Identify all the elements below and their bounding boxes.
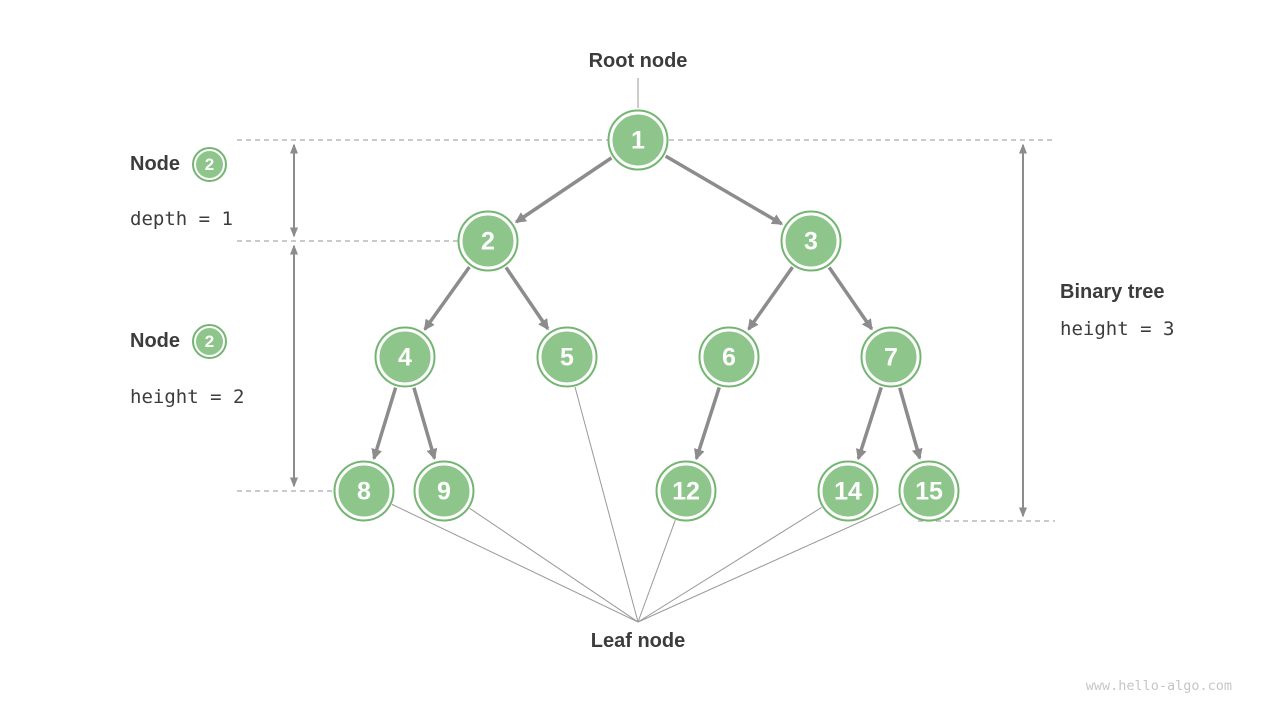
tree-node-outer-ring	[860, 326, 922, 388]
tree-node-circle	[700, 328, 758, 386]
tree-node-outer-ring	[457, 210, 519, 272]
leaf-pointer-line	[637, 506, 822, 623]
node-depth-annotation-label: Node	[130, 153, 180, 175]
tree-edge	[856, 386, 883, 461]
tree-node-circle	[862, 328, 920, 386]
tree-edge	[827, 266, 874, 331]
tree-node: 2	[457, 210, 519, 272]
tree-node-circle	[335, 462, 393, 520]
tree-height-caption: height = 3	[1060, 318, 1175, 340]
tree-node-outer-ring	[898, 460, 960, 522]
tree-node-outer-ring	[655, 460, 717, 522]
tree-node-value: 1	[631, 127, 645, 155]
tree-node-circle	[538, 328, 596, 386]
tree-node-value: 4	[398, 344, 412, 372]
tree-node-outer-ring	[780, 210, 842, 272]
tree-node: 9	[413, 460, 475, 522]
leaf-pointer-line	[391, 503, 639, 623]
tree-edge	[504, 266, 550, 331]
leaf-node-label: Leaf node	[590, 630, 686, 652]
tree-node-circle	[609, 111, 667, 169]
leaf-pointer-line	[469, 507, 639, 623]
leaf-pointer-line	[637, 519, 676, 623]
tree-edge	[423, 266, 471, 331]
tree-node-circle	[819, 462, 877, 520]
tree-node-value: 15	[915, 478, 943, 506]
tree-node-outer-ring	[817, 460, 879, 522]
tree-node: 15	[898, 460, 960, 522]
tree-node: 3	[780, 210, 842, 272]
tree-node-circle	[900, 462, 958, 520]
tree-edge	[514, 156, 613, 224]
tree-node-circle	[376, 328, 434, 386]
tree-node: 6	[698, 326, 760, 388]
tree-edge	[747, 266, 794, 331]
tree-edge	[898, 387, 923, 460]
tree-node: 8	[333, 460, 395, 522]
node-depth-annotation: Node 2	[130, 147, 227, 182]
tree-node-outer-ring	[536, 326, 598, 388]
tree-node-outer-ring	[333, 460, 395, 522]
tree-node-value: 9	[437, 478, 451, 506]
node-height-caption: height = 2	[130, 386, 245, 408]
tree-node-outer-ring	[698, 326, 760, 388]
root-node-label: Root node	[588, 50, 688, 72]
tree-node-value: 5	[560, 344, 574, 372]
tree-node-value: 7	[884, 344, 898, 372]
tree-node: 7	[860, 326, 922, 388]
tree-node-circle	[415, 462, 473, 520]
node-height-annotation: Node 2	[130, 324, 227, 359]
tree-node-value: 6	[722, 344, 736, 372]
tree-node-circle	[459, 212, 517, 270]
tree-node: 14	[817, 460, 879, 522]
leaf-pointer-line	[637, 503, 901, 623]
leaf-pointer-line	[574, 386, 639, 623]
tree-node-outer-ring	[413, 460, 475, 522]
tree-node-value: 2	[481, 228, 495, 256]
node-depth-badge: 2	[192, 147, 227, 182]
tree-node-circle	[657, 462, 715, 520]
binary-tree-label: Binary tree	[1060, 281, 1165, 303]
tree-node: 5	[536, 326, 598, 388]
tree-node-value: 3	[804, 228, 818, 256]
tree-node-outer-ring	[374, 326, 436, 388]
tree-node: 12	[655, 460, 717, 522]
tree-node-value: 8	[357, 478, 371, 506]
tree-node-value: 12	[672, 478, 700, 506]
tree-node: 4	[374, 326, 436, 388]
tree-node: 1	[607, 109, 669, 171]
tree-node-circle	[782, 212, 840, 270]
watermark: www.hello-algo.com	[1085, 678, 1232, 694]
depth-caption: depth = 1	[130, 208, 233, 230]
node-height-annotation-label: Node	[130, 330, 180, 352]
tree-node-outer-ring	[607, 109, 669, 171]
tree-edge	[664, 154, 784, 226]
tree-node-value: 14	[834, 478, 862, 506]
tree-edge	[371, 387, 398, 461]
tree-edge	[694, 386, 721, 461]
node-height-badge: 2	[192, 324, 227, 359]
tree-edge	[412, 387, 438, 460]
